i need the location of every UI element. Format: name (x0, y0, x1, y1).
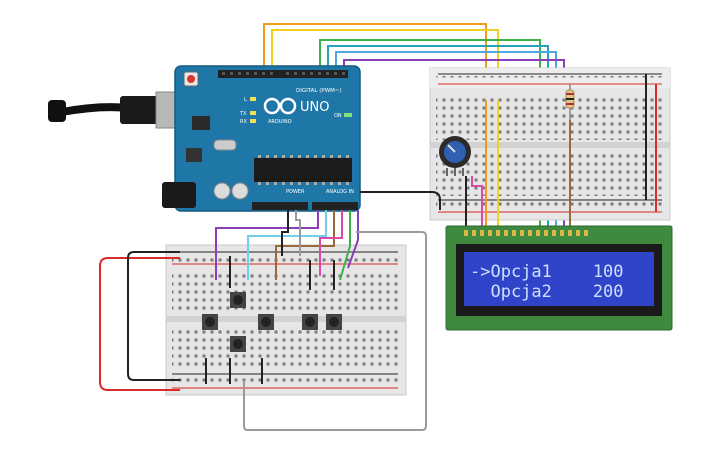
arduino-logo-text: ARDUINO (268, 119, 292, 125)
analog-header-label: ANALOG IN (326, 189, 354, 195)
lcd-screen (464, 252, 654, 306)
lcd-wires (465, 100, 571, 228)
pushbuttons (202, 292, 342, 352)
wire-pink-a3 (319, 210, 343, 276)
wire-orange-top (263, 23, 487, 100)
pushbutton-left[interactable] (202, 314, 218, 330)
potentiometer[interactable] (439, 136, 471, 176)
board-model-label: UNO (300, 100, 329, 115)
pushbutton-down[interactable] (230, 336, 246, 352)
pushbutton-ok[interactable] (302, 314, 318, 330)
power-header[interactable] (252, 202, 308, 210)
wire-gray-gnd2 (295, 210, 301, 256)
led-on-label: ON (334, 113, 342, 119)
led-rx (250, 119, 256, 123)
usb-cable[interactable] (48, 91, 187, 129)
pushbutton-up[interactable] (230, 292, 246, 308)
breadboard-bottom[interactable] (165, 244, 407, 396)
led-on (344, 113, 352, 117)
breadboard-top[interactable] (429, 67, 671, 221)
capacitor (213, 182, 231, 200)
led-rx-label: RX (240, 119, 247, 125)
arduino-logo-icon (263, 97, 297, 115)
crystal (213, 139, 237, 151)
lcd-module[interactable]: ->Opcja1 100 Opcja2 200 (445, 225, 673, 331)
analog-header[interactable] (312, 202, 358, 210)
wire-cyan-a1 (247, 210, 327, 280)
arduino-uno-board[interactable]: DIGITAL (PWM~) UNO ARDUINO L TX RX ON (162, 65, 361, 212)
analog-wires (215, 210, 359, 281)
power-header-label: POWER (286, 189, 305, 195)
wire-black-bridge (360, 191, 441, 210)
wire-red-loop (99, 257, 180, 391)
led-tx (250, 111, 256, 115)
wire-green-a4 (339, 210, 351, 281)
pushbutton-back[interactable] (326, 314, 342, 330)
led-tx-label: TX (239, 111, 247, 117)
reset-button[interactable] (187, 75, 195, 83)
lcd-line-2: Opcja2 200 (470, 282, 624, 302)
atmega-chip (254, 158, 352, 182)
wire-gray-loop (243, 231, 427, 431)
wire-yellow-top (271, 29, 499, 100)
lower-jumpers (205, 256, 335, 384)
capacitor (231, 182, 249, 200)
lcd-line-1: ->Opcja1 100 (470, 262, 624, 282)
pushbutton-right[interactable] (258, 314, 274, 330)
wire-black-gnd (281, 210, 289, 256)
wire-brown-a2 (275, 210, 335, 280)
usb-chip (192, 116, 210, 130)
resistor[interactable] (565, 84, 575, 120)
wire-purple-a0 (215, 210, 319, 280)
digital-header-label: DIGITAL (PWM~) (296, 88, 342, 94)
led-l-label: L (244, 97, 247, 103)
regulator (186, 148, 202, 162)
wire-black-loop (127, 251, 180, 381)
wire-purple-a5 (347, 210, 359, 269)
led-l (250, 97, 256, 101)
